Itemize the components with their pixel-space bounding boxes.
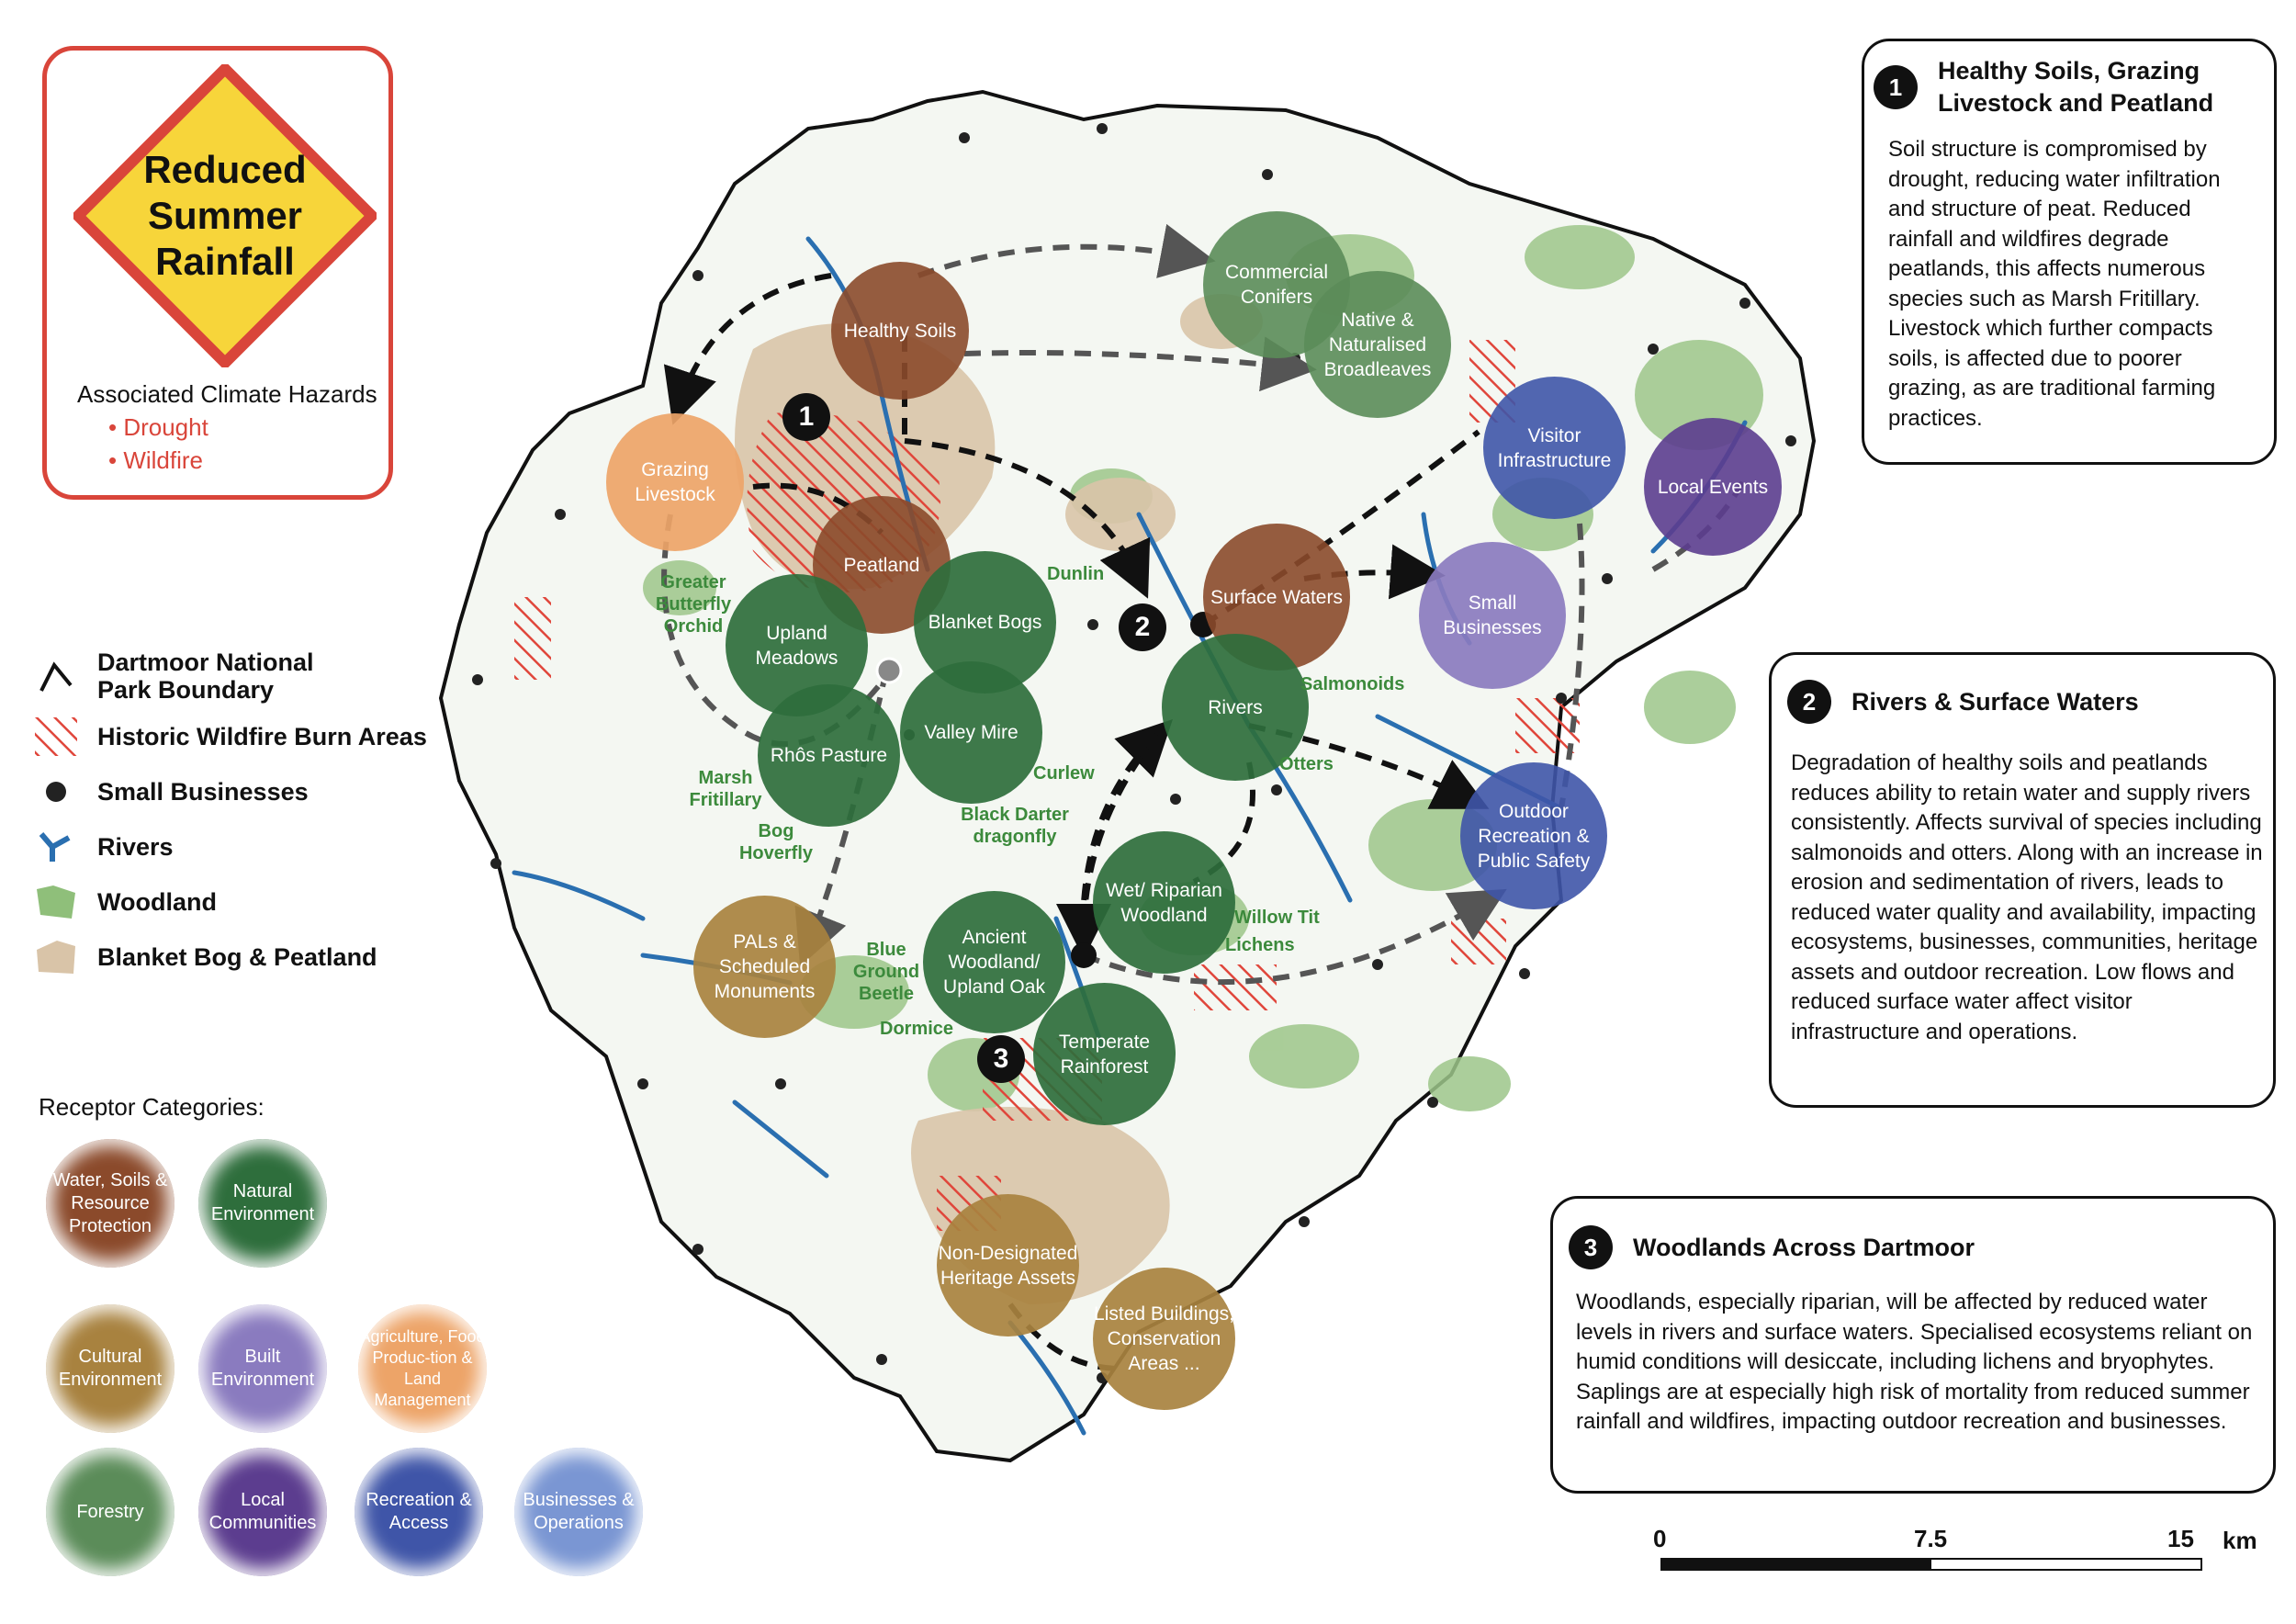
category-agriculture: Agriculture, Food Produc-tion & Land Man… (358, 1304, 487, 1433)
node-rhos-pasture: Rhôs Pasture (758, 684, 900, 827)
species-willow-tit: Willow Tit (1234, 908, 1320, 928)
info-box-1-header: 1 Healthy Soils, Grazing Livestock and P… (1874, 55, 2268, 119)
scale-label-7-5: 7.5 (1914, 1525, 1948, 1552)
species-black-darter: Black Darter dragonfly (961, 805, 1069, 847)
info-box-2-header: 2 Rivers & Surface Waters (1787, 680, 2256, 724)
species-lichens: Lichens (1225, 935, 1295, 955)
receptor-heading: Receptor Categories: (39, 1093, 264, 1121)
species-salmonoids: Salmonoids (1300, 674, 1405, 694)
node-small-businesses: Small Businesses (1419, 542, 1566, 689)
info-box-3-number: 3 (1569, 1225, 1613, 1269)
dot-icon (33, 771, 79, 813)
hazard-drought: • Drought (108, 413, 208, 441)
hazard-title-line2: Summer (147, 194, 303, 237)
scale-unit: km (2223, 1527, 2257, 1554)
legend-item-burn: Historic Wildfire Burn Areas (33, 714, 427, 760)
small-business-dots (472, 123, 1796, 1383)
info-box-1 (1862, 39, 2277, 465)
node-peatland: Peatland (813, 496, 951, 634)
category-built-environment: Built Environment (198, 1304, 327, 1433)
info-box-3-title: Woodlands Across Dartmoor (1633, 1233, 1975, 1261)
species-curlew: Curlew (1033, 763, 1095, 784)
legend-label-burn: Historic Wildfire Burn Areas (97, 723, 427, 750)
node-temperate-rainforest: Temperate Rainforest (1033, 983, 1176, 1125)
node-commercial-conifers: Commercial Conifers (1203, 211, 1350, 358)
legend-item-businesses: Small Businesses (33, 769, 427, 815)
info-box-3-header: 3 Woodlands Across Dartmoor (1569, 1225, 2248, 1269)
hazard-wildfire-label: Wildfire (123, 446, 203, 474)
peat-patch-icon (33, 936, 79, 978)
hazard-title-line3: Rainfall (155, 240, 295, 283)
node-native-broadleaves: Native & Naturalised Broadleaves (1304, 271, 1451, 418)
node-local-events: Local Events (1644, 418, 1782, 556)
hazard-title-line1: Reduced (143, 148, 307, 191)
info-box-1-title: Healthy Soils, Grazing Livestock and Pea… (1938, 57, 2214, 117)
node-visitor-infrastructure: Visitor Infrastructure (1483, 377, 1626, 519)
node-healthy-soils: Healthy Soils (831, 262, 969, 400)
category-forestry: Forestry (46, 1448, 174, 1576)
info-box-3 (1550, 1196, 2276, 1494)
scale-label-0: 0 (1653, 1525, 1667, 1552)
badge-1: 1 (782, 393, 830, 441)
node-listed-buildings: Listed Buildings, Conservation Areas ... (1093, 1268, 1235, 1410)
info-box-3-body: Woodlands, especially riparian, will be … (1576, 1290, 2253, 1434)
node-pals: PALs & Scheduled Monuments (693, 896, 836, 1038)
badge-2: 2 (1119, 603, 1166, 651)
node-rivers: Rivers (1162, 634, 1309, 781)
info-box-1-number: 1 (1874, 65, 1918, 109)
map-legend: Dartmoor National Park Boundary Historic… (33, 646, 427, 980)
node-wet-riparian: Wet/ Riparian Woodland (1093, 831, 1235, 974)
node-outdoor-recreation: Outdoor Recreation & Public Safety (1460, 762, 1607, 909)
category-businesses-operations: Businesses & Operations (514, 1448, 643, 1576)
species-marsh-fritillary: Marsh Fritillary (689, 768, 762, 810)
species-dormice: Dormice (880, 1019, 954, 1039)
scale-bar (1660, 1558, 2202, 1571)
badge-3: 3 (977, 1035, 1025, 1083)
node-valley-mire: Valley Mire (900, 661, 1042, 804)
legend-item-woodland: Woodland (33, 879, 427, 925)
category-cultural-environment: Cultural Environment (46, 1304, 174, 1433)
info-box-2-title: Rivers & Surface Waters (1851, 687, 2139, 716)
species-bog-hoverfly: Bog Hoverfly (738, 821, 814, 863)
node-non-designated: Non-Designated Heritage Assets (937, 1194, 1079, 1336)
category-recreation-access: Recreation & Access (355, 1448, 483, 1576)
category-local-communities: Local Communities (198, 1448, 327, 1576)
legend-label-peat: Blanket Bog & Peatland (97, 943, 377, 971)
burn-hatch-icon (33, 716, 79, 758)
legend-label-rivers: Rivers (97, 833, 174, 861)
species-greater-butterfly-orchid: Greater Butterfly Orchid (655, 572, 732, 637)
boundary-line-icon (33, 655, 79, 697)
info-box-2 (1769, 652, 2276, 1108)
species-otters: Otters (1279, 754, 1334, 774)
info-box-2-number: 2 (1787, 680, 1831, 724)
hazard-wildfire: • Wildfire (108, 446, 203, 474)
legend-item-peat: Blanket Bog & Peatland (33, 934, 427, 980)
info-box-2-body: Degradation of healthy soils and peatlan… (1791, 750, 2263, 1044)
category-natural-environment: Natural Environment (198, 1139, 327, 1268)
category-water-soils: Water, Soils & Resource Protection (46, 1139, 174, 1268)
legend-label-woodland: Woodland (97, 888, 217, 916)
info-box-1-body: Soil structure is compromised by drought… (1888, 137, 2221, 431)
hazard-drought-label: Drought (123, 413, 208, 441)
node-ancient-woodland: Ancient Woodland/ Upland Oak (923, 891, 1065, 1033)
legend-item-boundary: Dartmoor National Park Boundary (33, 646, 427, 706)
scale-label-15: 15 (2167, 1525, 2194, 1552)
legend-label-boundary: Dartmoor National Park Boundary (97, 648, 314, 704)
node-grazing-livestock: Grazing Livestock (606, 413, 744, 551)
woodland-patch-icon (33, 881, 79, 923)
species-dunlin: Dunlin (1047, 564, 1105, 584)
hazard-title: Reduced Summer Rainfall (92, 147, 358, 285)
species-blue-ground-beetle: Blue Ground Beetle (852, 940, 920, 1004)
river-icon (33, 826, 79, 868)
scale-bar-fill (1662, 1560, 1931, 1569)
warning-diamond-icon (73, 64, 377, 367)
hazards-heading: Associated Climate Hazards (77, 380, 377, 408)
legend-label-businesses: Small Businesses (97, 778, 309, 806)
legend-item-rivers: Rivers (33, 824, 427, 870)
